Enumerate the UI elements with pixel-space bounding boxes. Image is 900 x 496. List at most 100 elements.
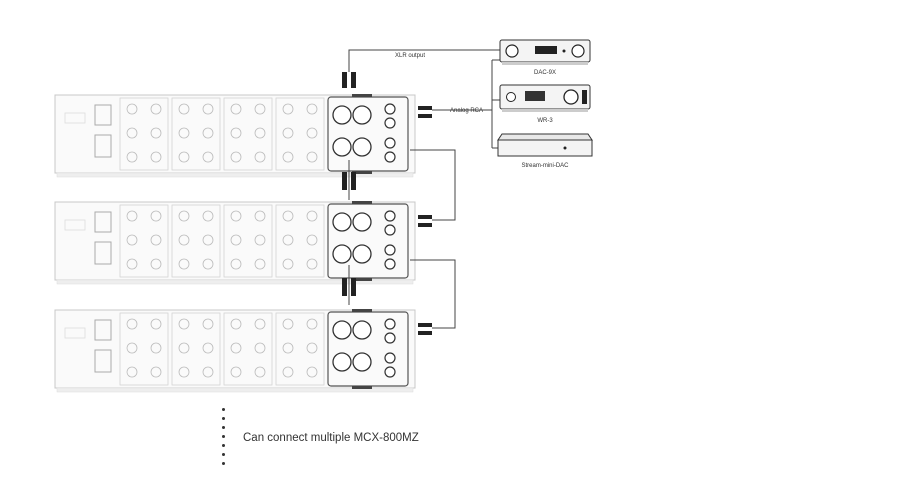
binding-post <box>230 151 242 163</box>
binding-post <box>178 234 190 246</box>
xlr-plug <box>351 72 356 88</box>
rca-jack <box>384 103 396 115</box>
binding-post <box>202 366 214 378</box>
amplifier-unit <box>54 309 416 393</box>
amplifier-unit <box>54 94 416 178</box>
xlr-plug <box>342 172 347 190</box>
channel-module-frame <box>171 312 221 386</box>
channel-module-frame <box>119 312 169 386</box>
binding-post <box>254 342 266 354</box>
binding-post <box>230 258 242 270</box>
rca-plug <box>418 215 432 219</box>
binding-post <box>306 342 318 354</box>
channel-module-frame <box>223 312 273 386</box>
binding-post <box>178 258 190 270</box>
binding-post <box>126 366 138 378</box>
binding-post <box>150 366 162 378</box>
binding-post <box>282 258 294 270</box>
stream-device: Stream-mini-DAC <box>497 133 593 169</box>
binding-post <box>126 342 138 354</box>
input-panel <box>327 201 409 281</box>
input-panel <box>327 309 409 389</box>
rca-plug <box>418 106 432 110</box>
binding-post <box>282 151 294 163</box>
binding-post <box>126 127 138 139</box>
caption: Can connect multiple MCX-800MZ <box>243 432 419 444</box>
binding-post <box>150 103 162 115</box>
power-switch <box>94 104 112 126</box>
xlr-jack <box>332 137 352 157</box>
binding-post <box>282 127 294 139</box>
amplifier-base <box>56 279 414 285</box>
xlr-jack <box>352 137 372 157</box>
continuation-dots <box>222 408 225 470</box>
spec-plate <box>64 219 86 231</box>
binding-post <box>254 127 266 139</box>
binding-post <box>282 210 294 222</box>
binding-post <box>230 318 242 330</box>
binding-post <box>254 210 266 222</box>
xlr-jack <box>352 352 372 372</box>
channel-module-frame <box>119 204 169 278</box>
binding-post <box>202 318 214 330</box>
binding-post <box>150 258 162 270</box>
xlr-plug <box>351 278 356 296</box>
channel-module <box>171 97 221 171</box>
spec-plate <box>64 112 86 124</box>
binding-post <box>306 258 318 270</box>
binding-post <box>230 234 242 246</box>
channel-module-frame <box>223 97 273 171</box>
binding-post <box>306 151 318 163</box>
binding-post <box>178 103 190 115</box>
binding-post <box>230 366 242 378</box>
xlr-jack <box>352 244 372 264</box>
rca-link-cable-2 <box>410 259 456 329</box>
binding-post <box>202 258 214 270</box>
binding-post <box>126 258 138 270</box>
spec-plate <box>64 327 86 339</box>
binding-post <box>202 342 214 354</box>
panel-tab <box>352 278 372 281</box>
binding-post <box>306 127 318 139</box>
panel-tab <box>352 201 372 204</box>
amplifier-base <box>56 172 414 178</box>
panel-tab <box>352 94 372 97</box>
binding-post <box>178 366 190 378</box>
xlr-jack <box>352 212 372 232</box>
xlr-output-label: XLR output <box>395 53 425 59</box>
channel-module-frame <box>275 312 325 386</box>
xlr-plug <box>351 172 356 190</box>
wr-device: WR-3 <box>499 84 591 124</box>
power-switch <box>94 319 112 341</box>
amplifier-chassis <box>54 309 416 389</box>
channel-module <box>275 97 325 171</box>
channel-module-frame <box>119 97 169 171</box>
rca-jack <box>384 224 396 236</box>
binding-post <box>178 127 190 139</box>
xlr-output-cable <box>348 49 500 72</box>
amplifier-chassis <box>54 201 416 281</box>
binding-post <box>150 234 162 246</box>
binding-post <box>150 127 162 139</box>
rca-plug-group <box>418 106 432 335</box>
power-inlet <box>94 349 112 373</box>
xlr-jack <box>332 320 352 340</box>
binding-post <box>202 234 214 246</box>
binding-post <box>202 127 214 139</box>
binding-post <box>306 210 318 222</box>
binding-post <box>230 103 242 115</box>
stream-label: Stream-mini-DAC <box>521 163 569 169</box>
binding-post <box>126 318 138 330</box>
channel-module <box>171 312 221 386</box>
rca-jack <box>384 210 396 222</box>
rca-plug <box>418 114 432 118</box>
binding-post <box>254 318 266 330</box>
binding-post <box>178 342 190 354</box>
binding-post <box>150 342 162 354</box>
xlr-jack <box>352 105 372 125</box>
binding-post <box>150 210 162 222</box>
amplifier-stack <box>54 94 416 393</box>
xlr-plug <box>342 72 347 88</box>
rca-plug <box>418 323 432 327</box>
